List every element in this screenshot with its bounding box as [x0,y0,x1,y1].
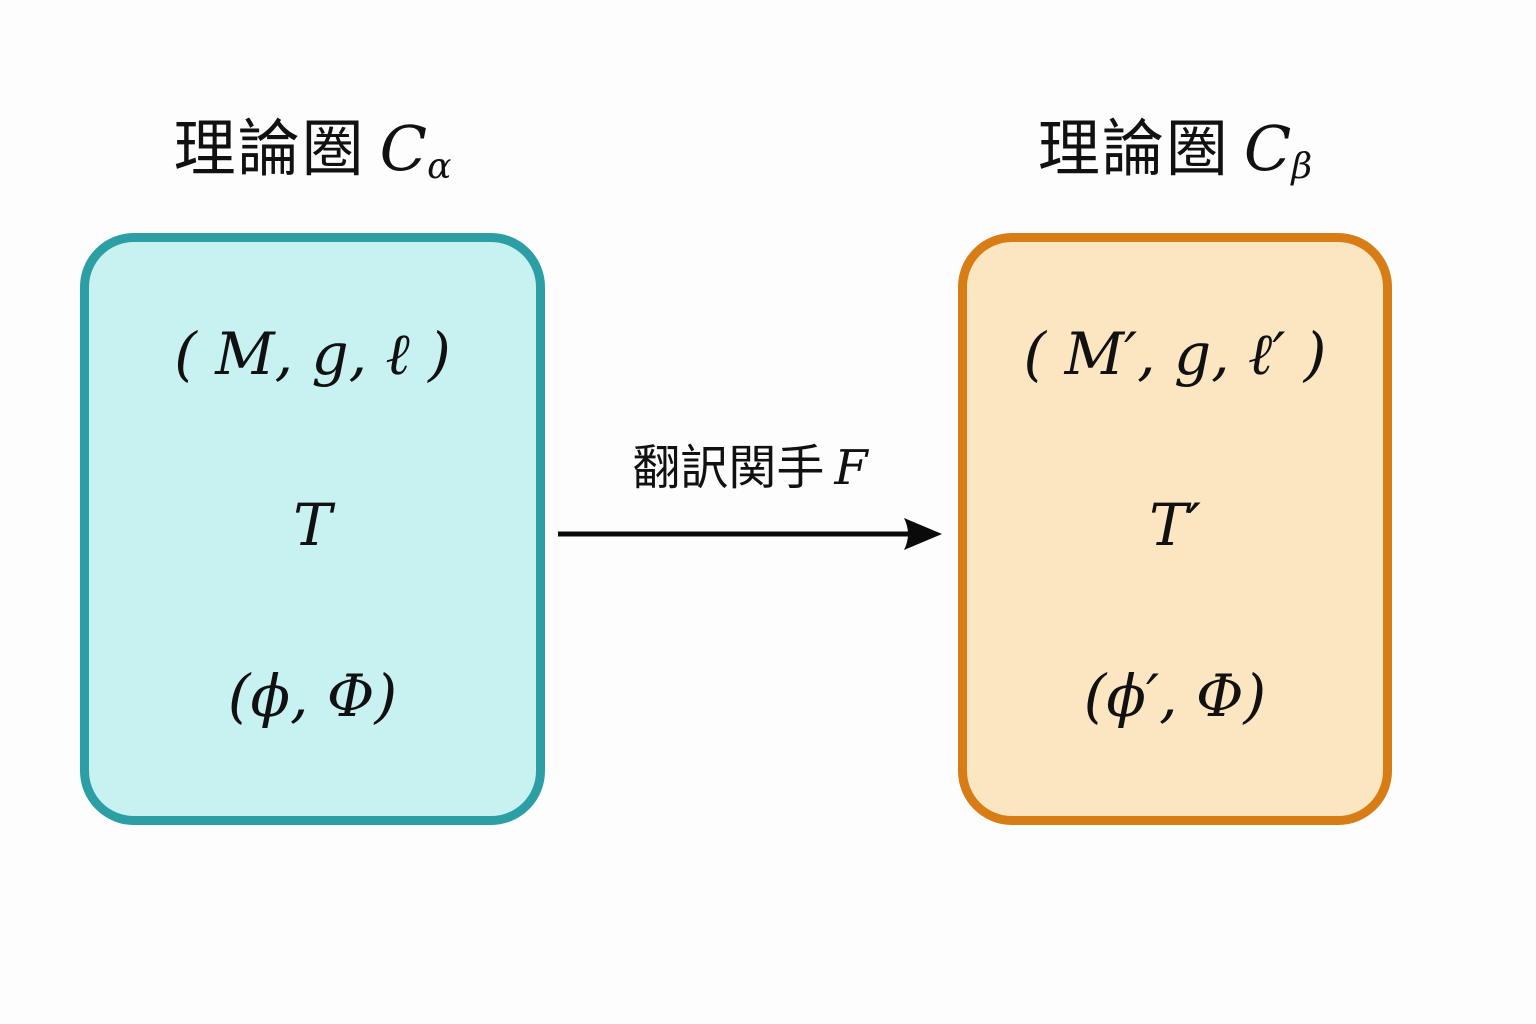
right-title-subscript: β [1291,145,1313,187]
right-title-japanese: 理論圏 [1037,112,1230,185]
right-object-text: T′ [1149,491,1201,559]
left-title-category-symbol: C [379,112,428,185]
left-tuple-text: ( M, g, ℓ ) [174,320,451,388]
left-pair-text: (ϕ, Φ) [227,662,398,730]
right-title-category-symbol: C [1243,112,1292,185]
right-tuple-text: ( M′, g, ℓ′ ) [1023,320,1327,388]
right-pair-text: (ϕ′, Φ) [1083,662,1267,730]
right-theory-box: ( M′, g, ℓ′ ) T′ (ϕ′, Φ) [958,233,1392,825]
left-title-japanese: 理論圏 [173,112,366,185]
left-object-text: T [293,491,332,559]
functor-label-japanese: 翻訳関手 [632,440,825,496]
arrow-head-icon [904,518,942,550]
left-theory-box: ( M, g, ℓ ) T (ϕ, Φ) [80,233,545,825]
functor-label-symbol: F [834,440,868,496]
left-title-subscript: α [427,145,452,187]
functor-arrow [558,518,942,550]
